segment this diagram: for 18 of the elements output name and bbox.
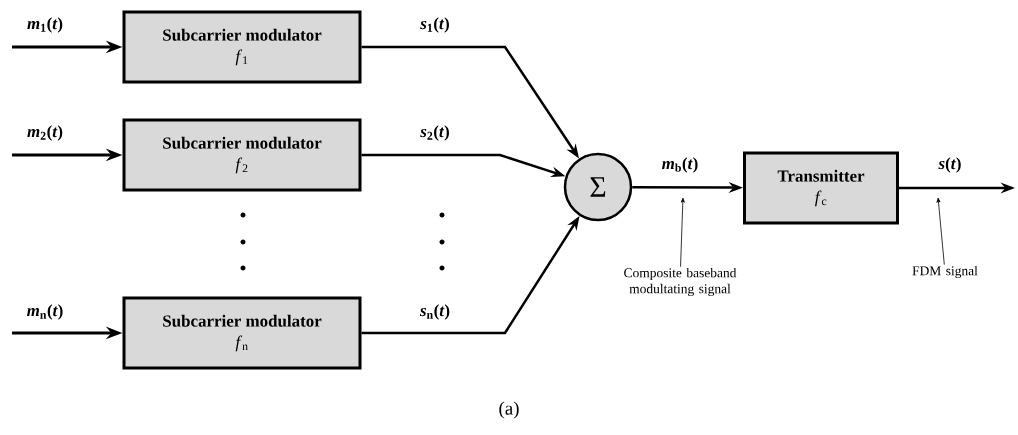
summing-junction: Σ [563, 152, 633, 222]
leader-line [936, 197, 945, 266]
edge-label: m$_{n}$(t) [25, 303, 65, 321]
edge-label: m$_{b}$(t) [660, 156, 700, 174]
process-box: Subcarrier modulator f$_{n}$ [122, 296, 362, 370]
edge-label: s(t) [937, 156, 963, 174]
edge-label: s$_{n}$(t) [418, 303, 452, 321]
annotation-text: FDM signal [912, 265, 978, 279]
process-box: Subcarrier modulator f$_{1}$ [122, 10, 362, 84]
edge-label: s$_{2}$(t) [419, 124, 451, 142]
leader-line [680, 197, 685, 268]
process-box: Subcarrier modulator f$_{2}$ [122, 118, 362, 192]
annotation-text: Composite baseband modultating signal [624, 267, 737, 297]
edge-label: m$_{2}$(t) [26, 124, 64, 142]
caption: (a) [499, 401, 519, 419]
edge-label: m$_{1}$(t) [26, 16, 64, 34]
process-box: Transmitter f$_{c}$ [743, 151, 899, 225]
edge-label: s$_{1}$(t) [419, 16, 451, 34]
